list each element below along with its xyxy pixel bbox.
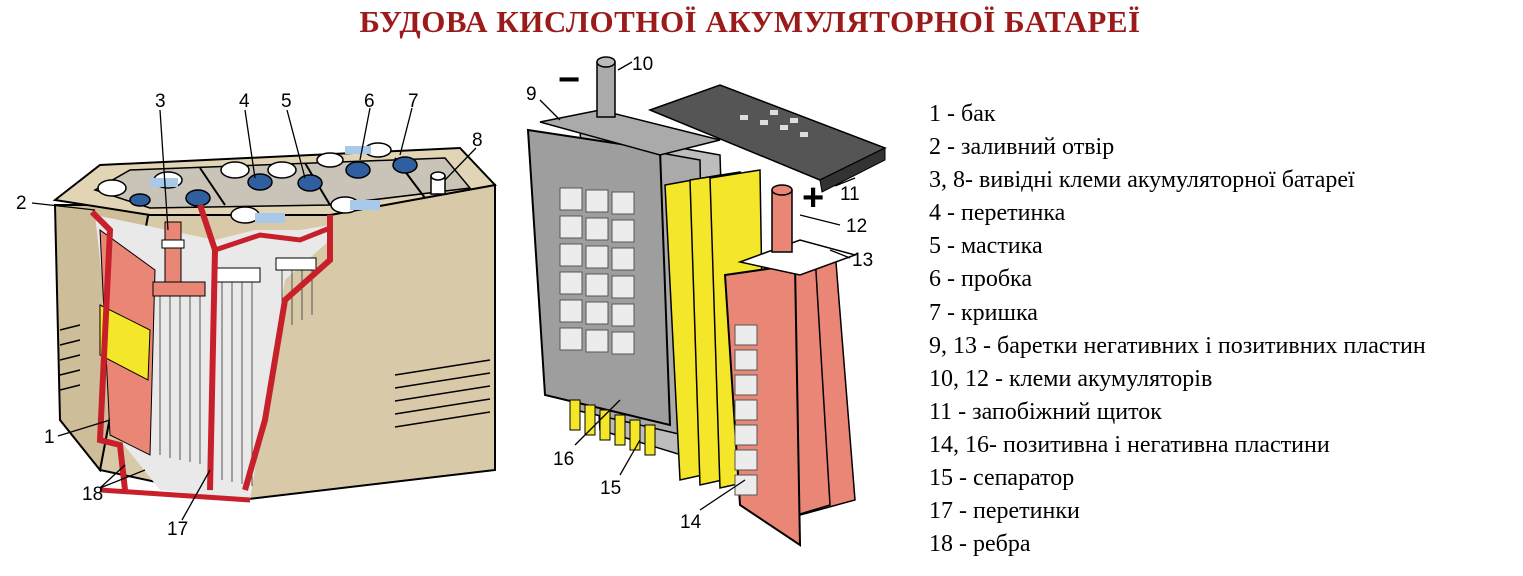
callout-4: 4 <box>239 91 250 112</box>
legend-item: 14, 16- позитивна і негативна пластини <box>929 431 1330 458</box>
legend-list: 1 - бак 2 - заливний отвір 3, 8- вивідні… <box>929 98 1426 561</box>
callout-13: 13 <box>852 250 873 271</box>
callout-5: 5 <box>281 91 292 112</box>
page-title: БУДОВА КИСЛОТНОЇ АКУМУЛЯТОРНОЇ БАТАРЕЇ <box>359 4 1141 39</box>
callout-7: 7 <box>408 91 419 112</box>
callout-14: 14 <box>680 512 702 533</box>
legend-item: 4 - перетинка <box>929 200 1066 227</box>
battery-illustration: 1 2 3 4 5 6 7 8 9 10 11 12 13 14 15 16 1… <box>16 54 887 547</box>
legend-item: 10, 12 - клеми акумуляторів <box>929 365 1213 392</box>
callout-16: 16 <box>553 449 574 470</box>
legend-item: 11 - запобіжний щиток <box>929 398 1162 425</box>
legend-item: 2 - заливний отвір <box>929 134 1115 161</box>
callout-6: 6 <box>364 91 375 112</box>
legend-item: 6 - пробка <box>929 266 1032 293</box>
positive-sign: + <box>802 177 824 219</box>
callout-9: 9 <box>526 84 537 105</box>
legend-item: 15 - сепаратор <box>929 465 1075 492</box>
legend-item: 17 - перетинки <box>929 498 1080 525</box>
battery-case-illustration <box>52 142 497 503</box>
callout-11: 11 <box>840 184 860 205</box>
plate-block-illustration <box>526 56 887 547</box>
negative-sign: − <box>558 59 580 101</box>
legend-item: 9, 13 - баретки негативних і позитивних … <box>929 332 1426 359</box>
callout-10: 10 <box>632 54 653 75</box>
callout-8: 8 <box>472 130 483 151</box>
legend-item: 18 - ребра <box>929 531 1031 558</box>
legend-item: 7 - кришка <box>929 299 1038 326</box>
legend-item: 1 - бак <box>929 101 996 127</box>
callout-3: 3 <box>155 91 166 112</box>
legend-item: 3, 8- вивідні клеми акумуляторної батаре… <box>929 167 1355 194</box>
callout-15: 15 <box>600 478 621 499</box>
callout-1: 1 <box>44 427 55 448</box>
callout-2: 2 <box>16 193 27 214</box>
callout-12: 12 <box>846 216 867 237</box>
legend-item: 5 - мастика <box>929 233 1043 260</box>
callout-18: 18 <box>82 484 103 505</box>
callout-17: 17 <box>167 519 188 540</box>
